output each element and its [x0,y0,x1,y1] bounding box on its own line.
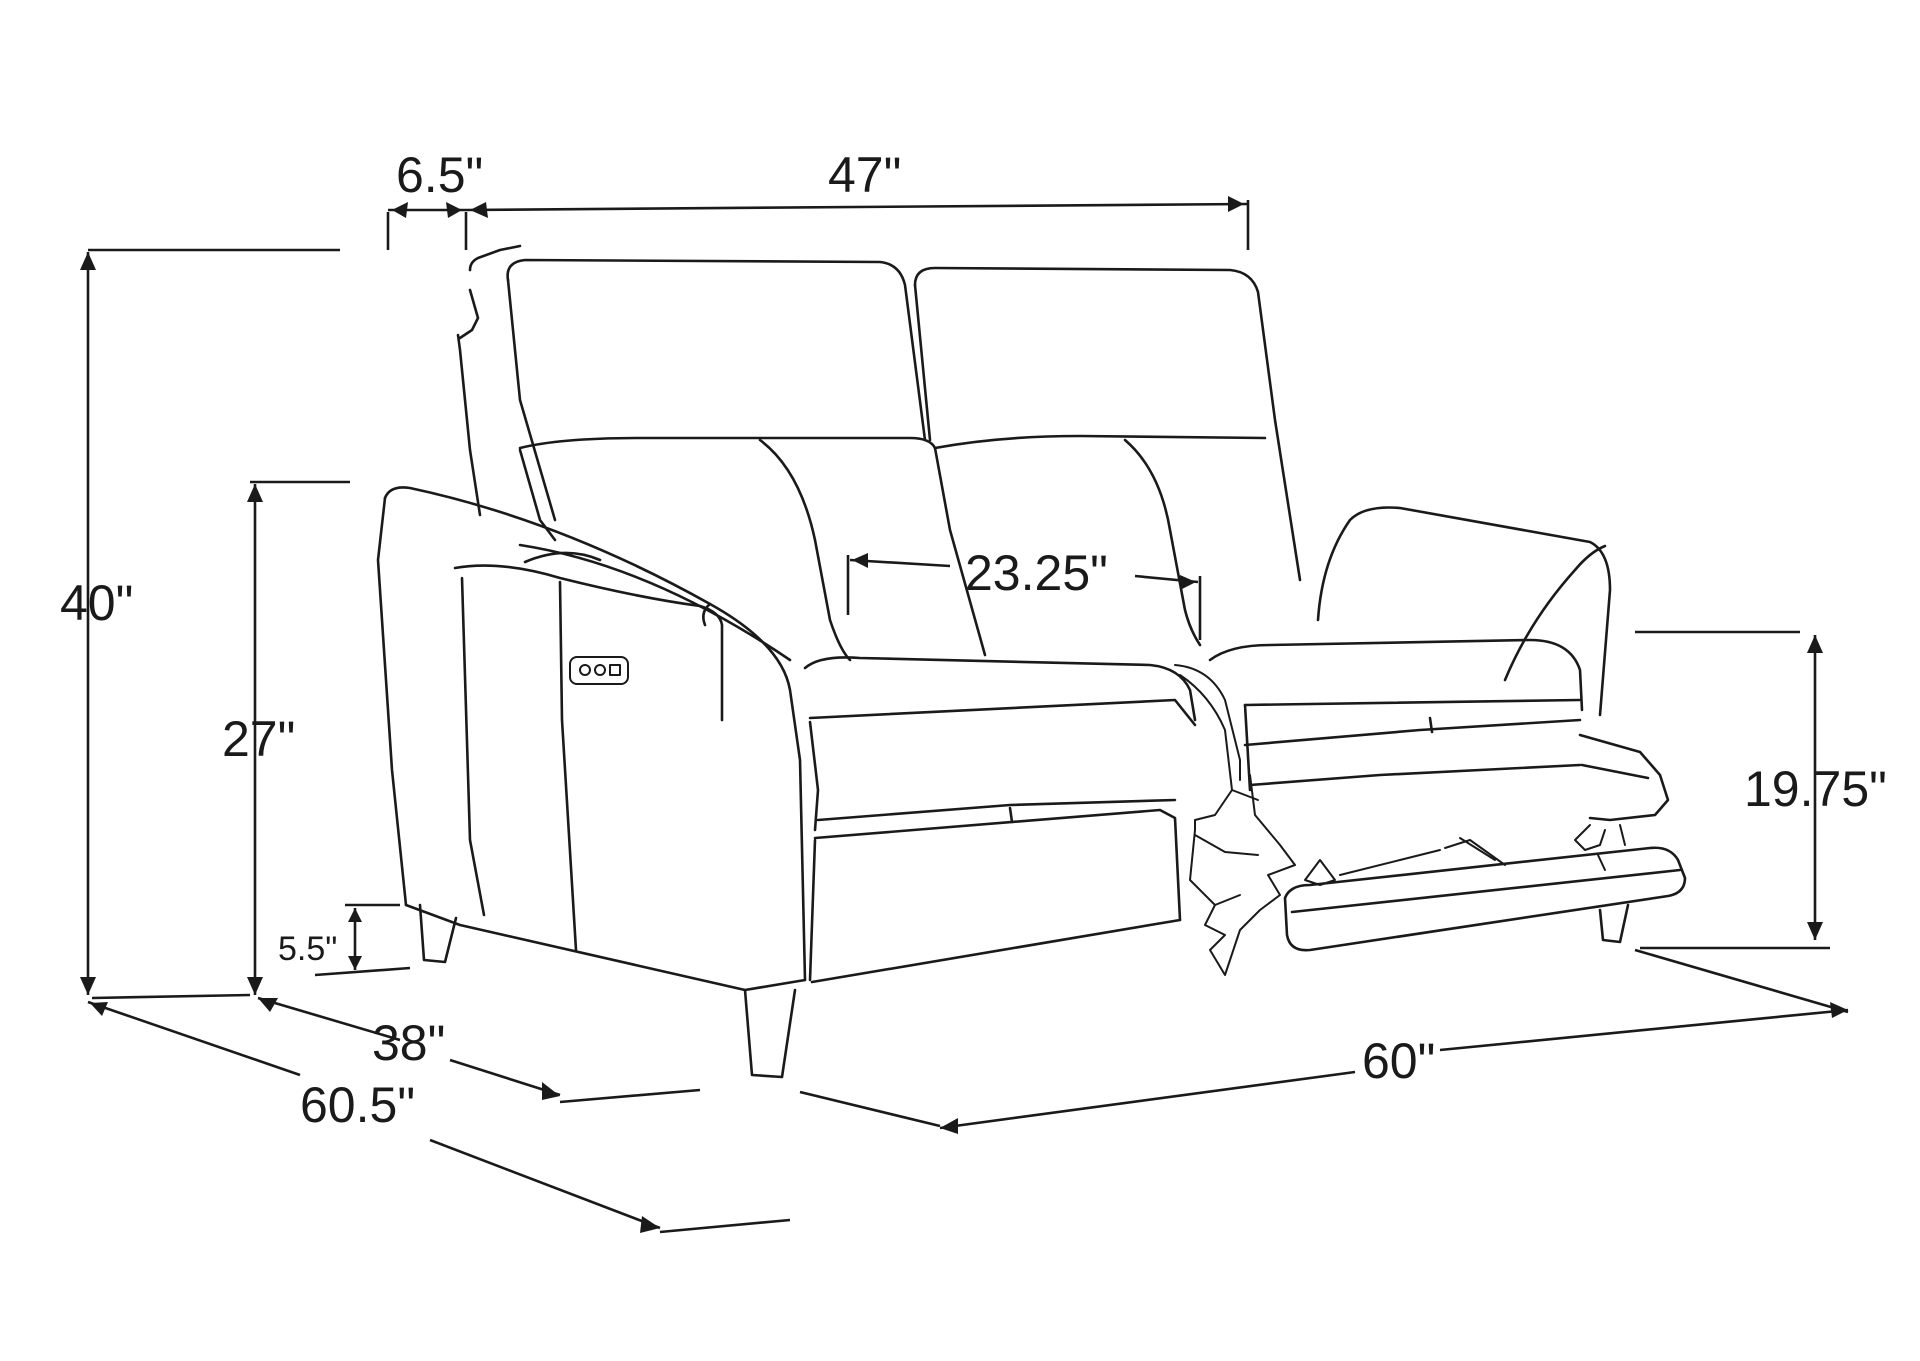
label-overall-height: 40" [60,575,133,631]
label-seat-height: 19.75" [1744,761,1887,817]
label-seat-width: 47" [828,147,901,203]
label-overall-width: 60" [1362,1033,1435,1089]
dimension-labels: 6.5" 47" 40" 23.25" 27" 5.5" 19.75" 38" … [60,147,1887,1133]
label-leg-height: 5.5" [278,930,337,968]
label-depth: 38" [372,1015,445,1071]
power-button-icon [569,656,629,685]
power-reclining-loveseat-drawing [376,244,1687,1079]
label-arm-height: 27" [222,711,295,767]
dimension-lines [80,196,1849,1234]
label-reclined-depth: 60.5" [300,1077,415,1133]
label-seat-depth-between: 23.25" [965,545,1108,601]
label-arm-width: 6.5" [396,147,483,203]
